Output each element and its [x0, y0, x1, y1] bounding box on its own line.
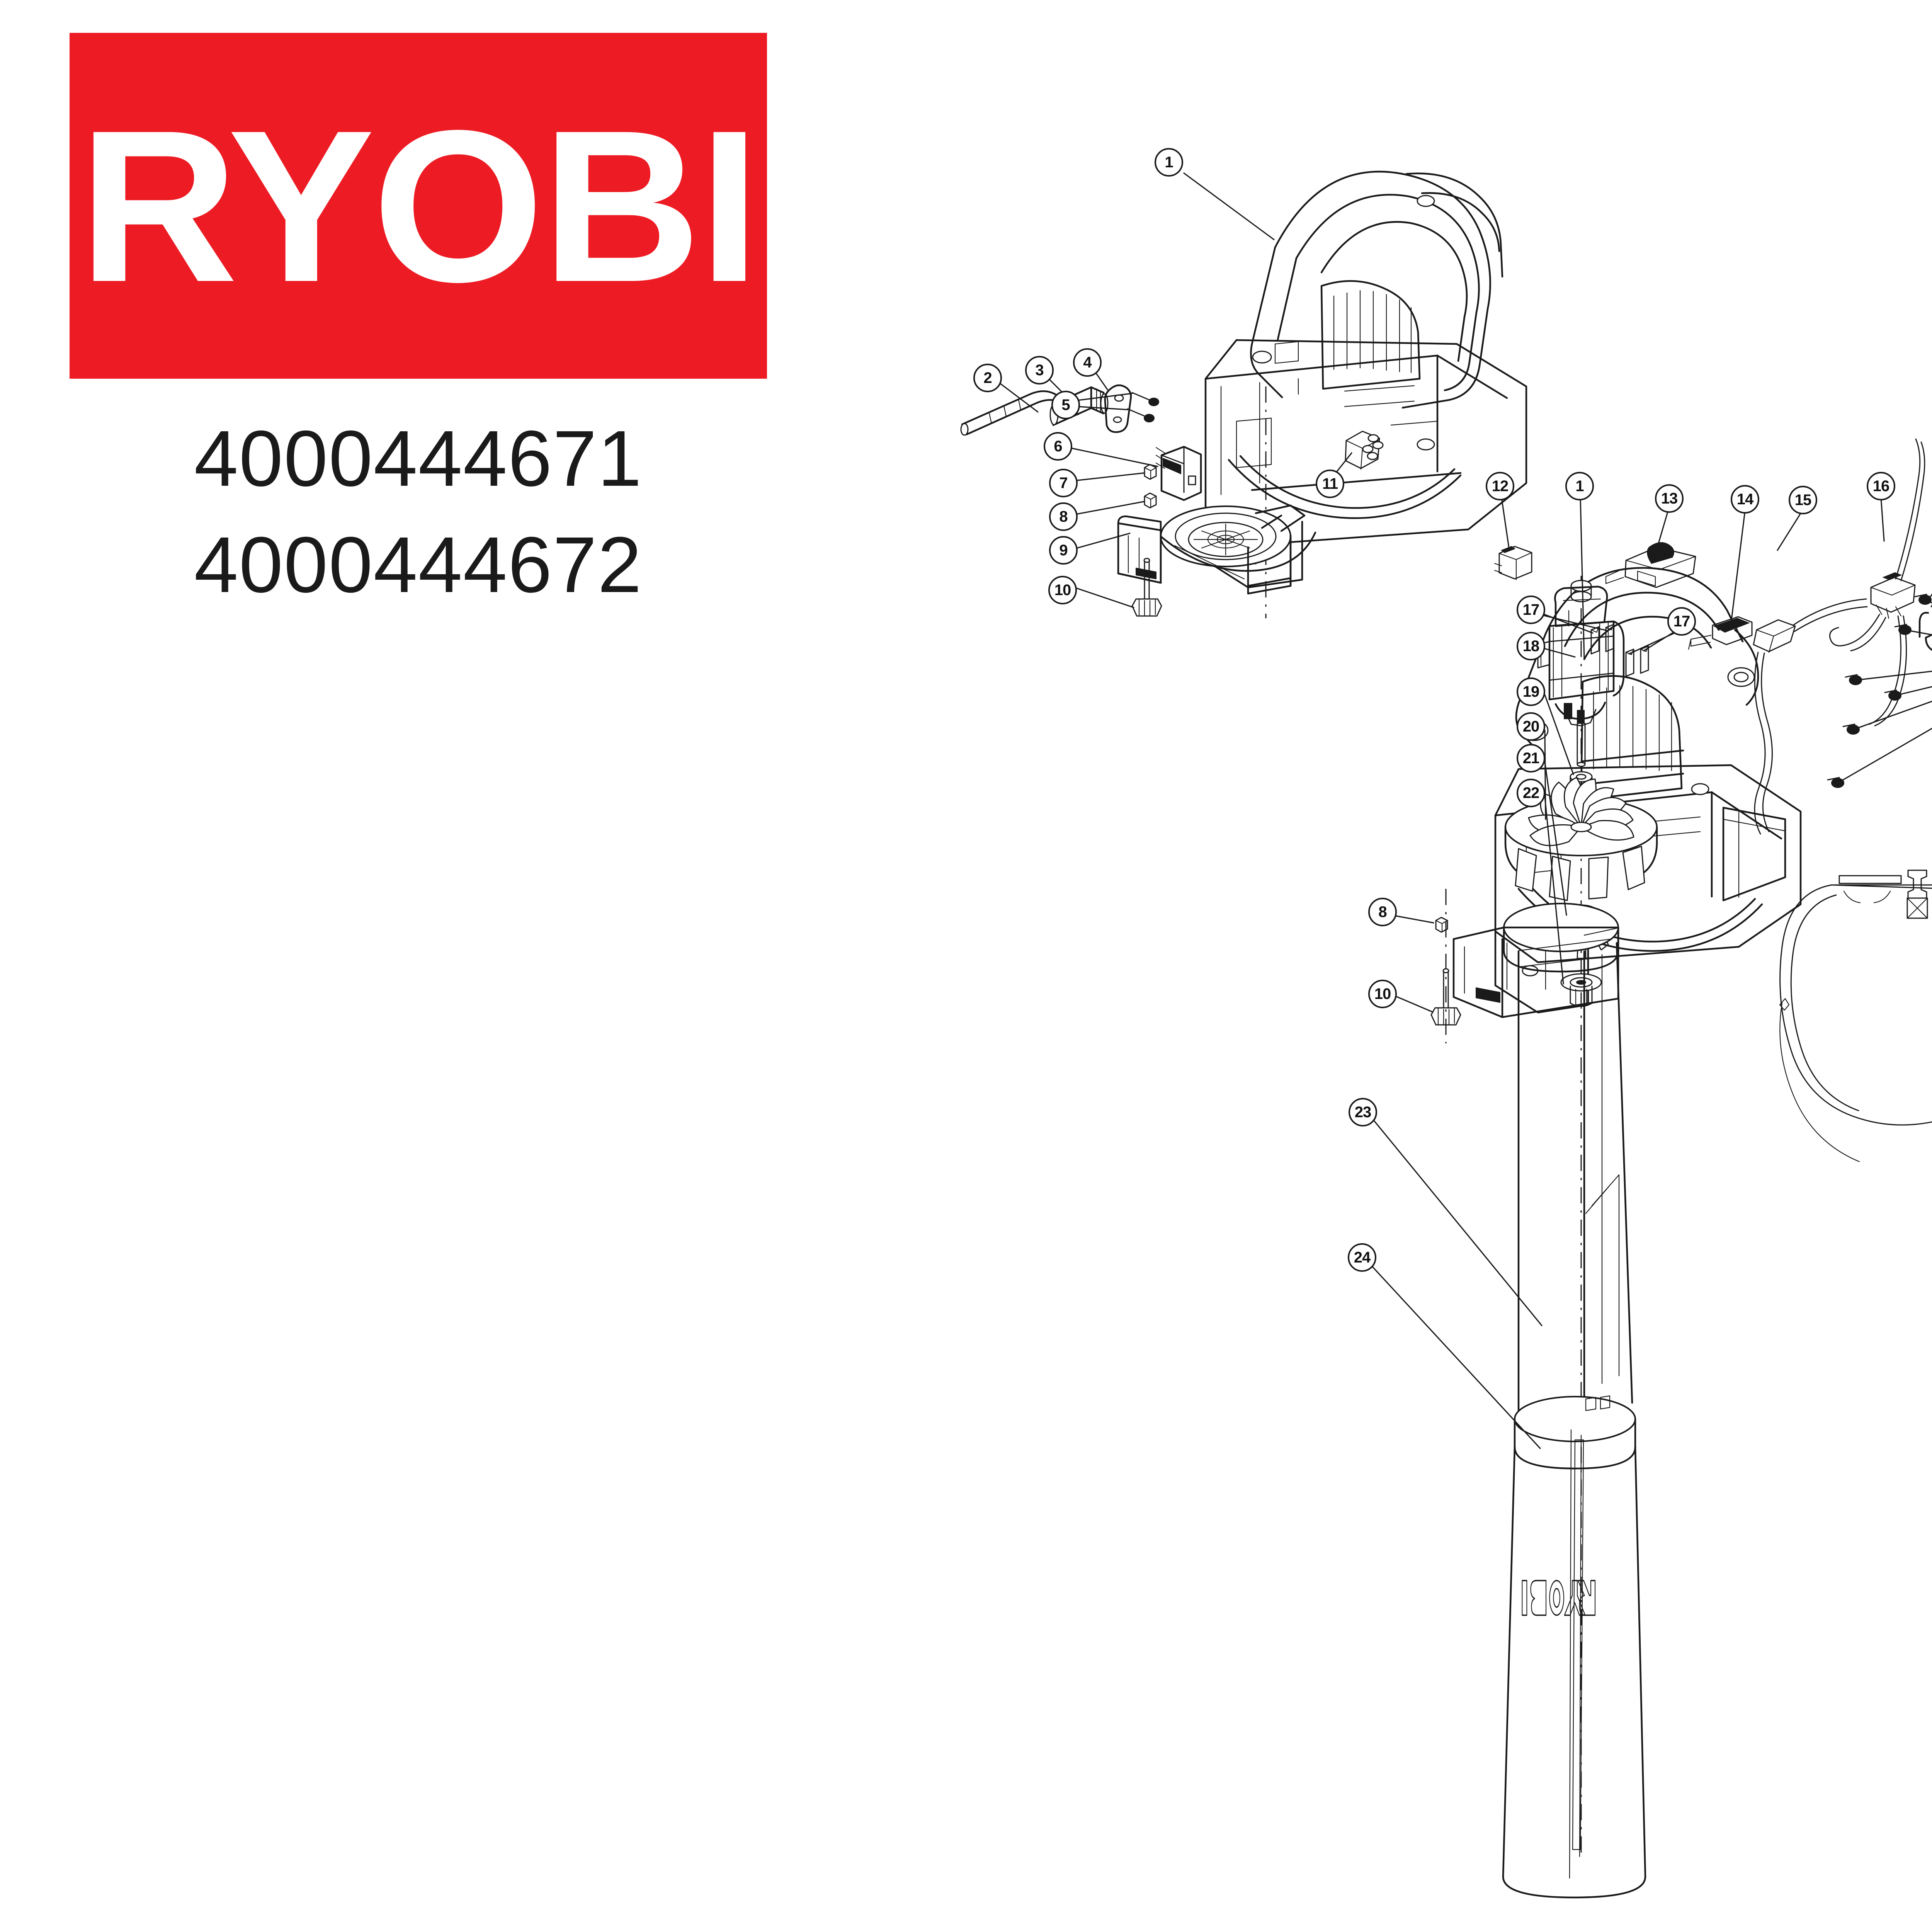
callout-20-impeller-fan[interactable]: 20 — [1517, 712, 1545, 741]
callout-19-motor-shaft-bearing[interactable]: 19 — [1517, 677, 1545, 706]
part-screw-pair-clamp — [1127, 392, 1159, 422]
callout-5-screw[interactable]: 5 — [1051, 391, 1080, 419]
callout-9-blower-volute-housing[interactable]: 9 — [1049, 536, 1078, 565]
callout-10-mounting-bolt-knob[interactable]: 10 — [1048, 576, 1077, 604]
part-trigger-switch — [1155, 446, 1202, 501]
part-screw-set — [1827, 594, 1932, 788]
callout-6-trigger-switch[interactable]: 6 — [1044, 432, 1072, 461]
callout-16-connector-wire-harness[interactable]: 16 — [1867, 472, 1895, 500]
callout-14-speed-selector-button[interactable]: 14 — [1731, 485, 1759, 514]
callout-1-upper-handle-housing-half[interactable]: 1 — [1155, 148, 1183, 177]
callout-leader-lines — [999, 172, 1885, 1449]
part-mounting-bolt-knob — [1131, 558, 1162, 617]
callout-21-fan-retainer-clip[interactable]: 21 — [1517, 744, 1545, 773]
callout-11-wire-terminal-block[interactable]: 11 — [1316, 470, 1344, 498]
part-lower-handle-housing — [1494, 567, 1802, 1014]
part-upper-vacuum-tube — [1452, 903, 1633, 1412]
part-blower-tube — [1918, 612, 1932, 651]
callout-8-hex-nut-tube[interactable]: 8 — [1368, 898, 1397, 926]
part-micro-switch — [1494, 546, 1532, 580]
callout-23-upper-vacuum-tube[interactable]: 23 — [1349, 1098, 1377, 1126]
part-hex-nut-tube — [1435, 917, 1448, 933]
part-lower-bearing-flange — [1560, 973, 1602, 1007]
part-blower-volute-housing — [1117, 504, 1316, 595]
part-tube-lock-bolt — [1430, 968, 1461, 1026]
model-number-secondary: 4000444672 — [194, 520, 643, 609]
callout-10-tube-lock-bolt[interactable]: 10 — [1368, 980, 1397, 1008]
part-motor-armature — [1537, 580, 1625, 767]
callout-7-hex-nut-upper[interactable]: 7 — [1049, 469, 1078, 497]
callout-15-capacitor-wire-lead[interactable]: 15 — [1789, 486, 1817, 514]
callout-18-motor-armature-assembly[interactable]: 18 — [1517, 632, 1545, 660]
bag-clip-left — [1906, 870, 1928, 919]
callout-17-carbon-brush-pair-left[interactable]: 17 — [1517, 596, 1545, 624]
part-wire-terminal-block — [1345, 431, 1384, 470]
callout-13-switch-actuator-lever[interactable]: 13 — [1655, 484, 1684, 513]
part-hex-nut-lower — [1144, 492, 1157, 509]
part-switch-actuator-lever — [1605, 542, 1696, 588]
callout-17-carbon-brush-pair-right[interactable]: 17 — [1667, 607, 1696, 636]
callout-3-hose-adapter-collar[interactable]: 3 — [1025, 356, 1054, 385]
part-impeller-fan — [1504, 777, 1658, 901]
part-upper-handle-housing — [1204, 170, 1527, 589]
callout-1-lower-handle-housing-half[interactable]: 1 — [1565, 472, 1594, 500]
part-capacitor-wire-lead — [1753, 598, 1868, 835]
ryobi-logo-text: RYOBI — [78, 85, 760, 327]
callout-4-cable-clamp-bracket[interactable]: 4 — [1073, 348, 1102, 377]
part-lower-vacuum-tube — [1502, 1395, 1646, 1899]
part-speed-selector-button — [1688, 616, 1753, 650]
callout-2-flexible-hose[interactable]: 2 — [973, 364, 1002, 392]
screw-glyph-group — [1827, 594, 1932, 788]
callout-24-lower-vacuum-tube[interactable]: 24 — [1348, 1243, 1376, 1272]
callout-8-hex-nut-lower[interactable]: 8 — [1049, 502, 1078, 531]
callout-12-micro-switch[interactable]: 12 — [1486, 472, 1514, 500]
model-number-primary: 4000444671 — [194, 414, 643, 503]
part-cable-clamp-bracket — [1104, 384, 1132, 433]
part-hex-nut-upper — [1144, 464, 1157, 480]
brand-header: RYOBI 4000444671 4000444672 — [70, 33, 767, 618]
part-debris-collection-bag — [1779, 870, 1932, 1162]
callout-22-lower-bearing-flange[interactable]: 22 — [1517, 779, 1545, 807]
ryobi-logo-box: RYOBI — [70, 33, 767, 379]
